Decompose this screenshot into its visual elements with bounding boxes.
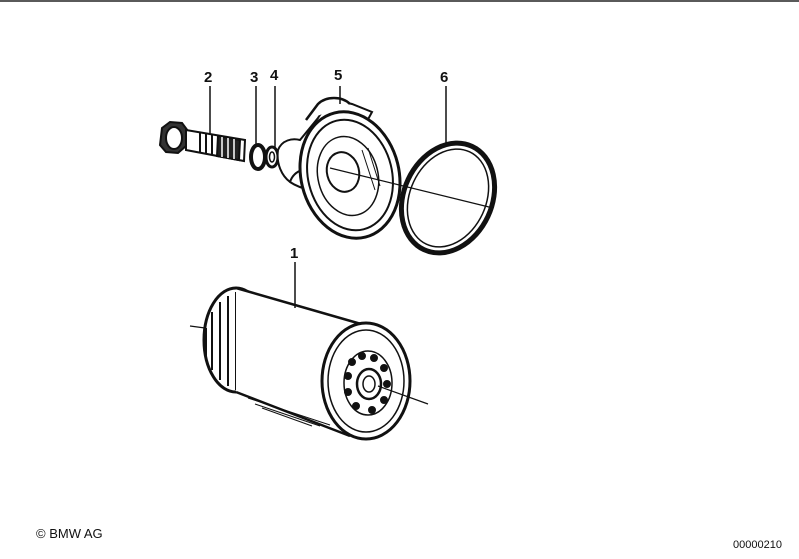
callout-1: 1 bbox=[290, 245, 298, 262]
callout-4: 4 bbox=[270, 67, 279, 84]
part-6-o-ring[interactable] bbox=[384, 128, 512, 269]
part-3-sealing-ring[interactable] bbox=[249, 143, 267, 171]
callout-6: 6 bbox=[440, 69, 448, 86]
part-5-filter-head[interactable] bbox=[276, 96, 494, 249]
callout-5: 5 bbox=[334, 67, 342, 84]
leader-lines bbox=[209, 86, 447, 308]
callout-3: 3 bbox=[250, 69, 258, 86]
part-1-oil-filter[interactable] bbox=[189, 286, 429, 441]
part-2-hollow-bolt[interactable] bbox=[158, 120, 247, 163]
top-rule bbox=[0, 0, 799, 2]
callout-2: 2 bbox=[204, 69, 212, 86]
diagram-id: 00000210 bbox=[733, 539, 782, 551]
copyright-notice: © BMW AG bbox=[36, 526, 103, 541]
part-4-washer[interactable] bbox=[264, 145, 280, 169]
